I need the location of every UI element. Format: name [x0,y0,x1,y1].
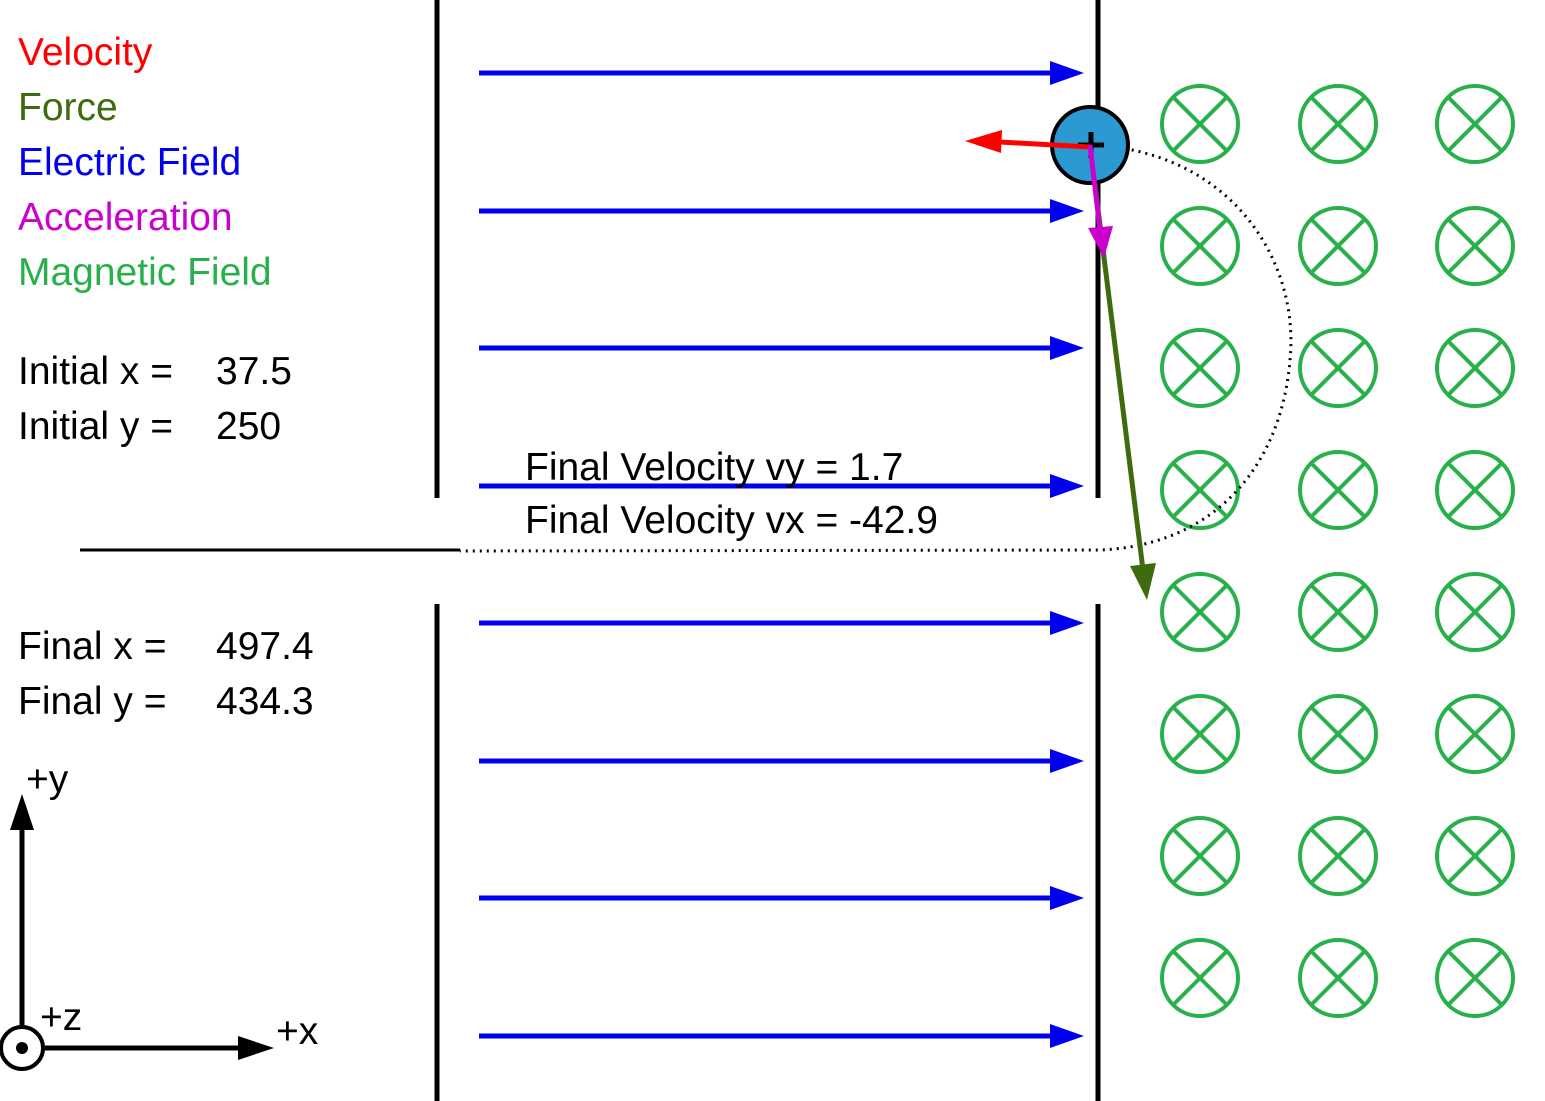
electric-field-arrow [479,336,1084,360]
velocity-arrow [965,130,1091,153]
electric-field-arrow [479,474,1084,498]
y-axis-label: +y [26,758,69,801]
electric-field-arrow [479,886,1084,910]
magnetic-field-into-page-icon [1160,816,1240,896]
final-x-label: Final x = [18,625,167,668]
legend-acceleration: Acceleration [18,196,233,239]
initial-x-value: 37.5 [216,350,292,393]
electric-field-arrows [479,61,1084,1048]
electric-field-arrow [479,199,1084,223]
coordinate-axes [0,794,274,1071]
magnetic-field-into-page-icon [1160,938,1240,1018]
initial-x-label: Initial x = [18,350,173,393]
magnetic-field-into-page-icon [1298,206,1378,286]
magnetic-field-into-page-icon [1435,938,1515,1018]
final-y-label: Final y = [18,680,167,723]
legend-velocity: Velocity [18,31,153,74]
z-axis-label: +z [40,996,83,1039]
final-y-value: 434.3 [216,680,314,723]
magnetic-field-into-page-icon [1298,572,1378,652]
magnetic-field-into-page-icon [1160,450,1240,530]
magnetic-field-into-page-icon [1435,450,1515,530]
x-axis-label: +x [276,1010,319,1053]
magnetic-field-into-page-icon [1435,816,1515,896]
magnetic-field-into-page-icon [1160,84,1240,164]
magnetic-field-grid [1160,84,1515,1018]
magnetic-field-into-page-icon [1160,572,1240,652]
electric-field-arrow [479,61,1084,85]
legend-electric-field: Electric Field [18,141,242,184]
electric-field-arrow [479,611,1084,635]
magnetic-field-into-page-icon [1298,328,1378,408]
magnetic-field-into-page-icon [1160,694,1240,774]
magnetic-field-into-page-icon [1298,938,1378,1018]
magnetic-field-into-page-icon [1298,694,1378,774]
electric-field-arrow [479,749,1084,773]
magnetic-field-into-page-icon [1298,84,1378,164]
initial-y-label: Initial y = [18,405,173,448]
magnetic-field-into-page-icon [1435,84,1515,164]
particle-trajectory [459,143,1293,553]
magnetic-field-into-page-icon [1160,206,1240,286]
magnetic-field-into-page-icon [1435,572,1515,652]
magnetic-field-into-page-icon [1160,328,1240,408]
final-velocity-vx: Final Velocity vx = -42.9 [525,499,938,542]
magnetic-field-into-page-icon [1298,450,1378,530]
acceleration-arrow [1087,144,1113,258]
initial-y-value: 250 [216,405,282,448]
magnetic-field-into-page-icon [1435,694,1515,774]
magnetic-field-into-page-icon [1435,206,1515,286]
magnetic-field-into-page-icon [1435,328,1515,408]
electric-field-arrow [479,1024,1084,1048]
final-velocity-vy: Final Velocity vy = 1.7 [525,446,904,489]
magnetic-field-into-page-icon [1298,816,1378,896]
final-x-value: 497.4 [216,625,314,668]
legend-force: Force [18,86,118,129]
legend-magnetic-field: Magnetic Field [18,251,272,294]
